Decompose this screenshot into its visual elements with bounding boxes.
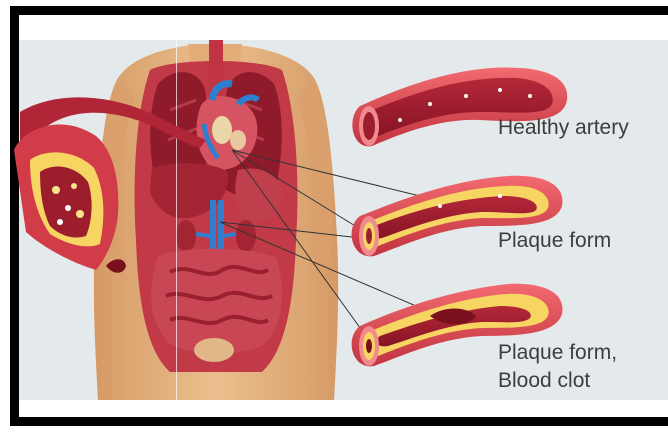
intestines	[151, 249, 282, 354]
left-border	[10, 6, 19, 426]
top-border	[12, 6, 668, 15]
scan-line	[176, 15, 177, 400]
bladder	[194, 338, 234, 362]
label-clot-line1: Plaque form,	[498, 340, 617, 366]
label-clot-line2: Blood clot	[498, 368, 590, 394]
label-plaque-form: Plaque form	[498, 228, 611, 254]
bottom-border	[10, 417, 668, 426]
label-healthy-artery: Healthy artery	[498, 115, 629, 141]
